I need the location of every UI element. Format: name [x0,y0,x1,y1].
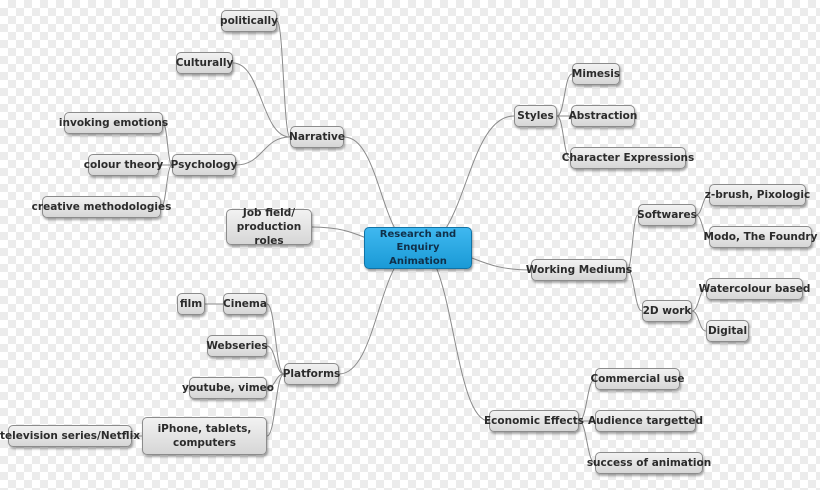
node-label: Watercolour based [698,282,811,295]
node-label: Audience targetted [588,414,703,427]
link-platforms-cinema [266,303,285,375]
node-label: Modo, The Foundry [703,230,818,243]
node-label: creative methodologies [31,200,172,213]
node-label: Cinema [223,297,267,310]
node-success[interactable]: success of animation [587,452,711,474]
node-character-expressions[interactable]: Character Expressions [562,147,694,169]
node-abstraction[interactable]: Abstraction [568,105,638,127]
link-working_mediums-work_2d [626,269,643,312]
node-label: colour theory [83,158,164,171]
node-webseries[interactable]: Webseries [206,335,268,357]
node-label: Culturally [175,56,234,69]
node-label: film [179,297,203,310]
link-softwares-zbrush [695,194,710,216]
link-work_2d-watercolour [691,288,707,312]
node-creative-methodologies[interactable]: creative methodologies [32,196,171,218]
link-psychology-invoking_emotions [162,122,173,166]
node-audience-targetted[interactable]: Audience targetted [588,410,703,432]
node-label: Research and Enquiry Animation [379,228,457,267]
link-narrative-culturally [232,62,291,138]
node-label: Economic Effects [484,414,585,427]
node-commercial-use[interactable]: Commercial use [590,368,685,390]
node-colour-theory[interactable]: colour theory [84,154,163,176]
node-label: Character Expressions [561,151,695,164]
node-label: Job field/ production roles [236,206,302,248]
node-digital[interactable]: Digital [706,320,749,342]
node-label: Working Mediums [525,263,633,276]
node-work-2d[interactable]: 2D work [642,300,692,322]
node-label: politically [220,14,278,27]
node-label: youtube, vimeo [181,381,275,394]
node-invoking-emotions[interactable]: invoking emotions [59,112,168,134]
node-politically[interactable]: politically [220,10,278,32]
link-styles-mimesis [556,73,573,117]
link-economic_effects-success [578,420,596,464]
node-label: Digital [707,324,748,337]
node-job-field[interactable]: Job field/ production roles [226,207,312,247]
node-label: Psychology [170,158,238,171]
link-working_mediums-softwares [626,214,639,271]
link-platforms-webseries [266,345,285,375]
link-center-economic_effects [417,247,490,422]
node-label: Mimesis [571,67,621,80]
link-work_2d-digital [691,310,707,332]
node-iphone[interactable]: iPhone, tablets, computers [142,417,267,455]
node-film[interactable]: film [177,293,205,315]
node-youtube[interactable]: youtube, vimeo [182,377,274,399]
node-label: Abstraction [568,109,638,122]
node-label: Commercial use [590,372,685,385]
node-economic-effects[interactable]: Economic Effects [484,410,584,432]
node-label: Platforms [282,367,341,380]
node-styles[interactable]: Styles [514,105,557,127]
node-psychology[interactable]: Psychology [170,154,238,176]
node-platforms[interactable]: Platforms [282,363,341,385]
node-working-mediums[interactable]: Working Mediums [526,259,632,281]
node-narrative[interactable]: Narrative [289,126,345,148]
node-modo[interactable]: Modo, The Foundry [704,226,817,248]
link-economic_effects-commercial_use [578,378,596,422]
node-label: iPhone, tablets, computers [157,422,252,449]
link-platforms-iphone [266,373,285,437]
node-tv-series[interactable]: television series/Netflix [0,425,140,447]
node-label: Softwares [637,208,697,221]
node-cinema[interactable]: Cinema [223,293,267,315]
node-label: Webseries [206,339,268,352]
link-platforms-youtube [266,373,285,389]
node-softwares[interactable]: Softwares [637,204,697,226]
node-label: z-brush, Pixologic [704,188,811,201]
node-label: 2D work [642,304,692,317]
node-culturally[interactable]: Culturally [176,52,233,74]
node-zbrush[interactable]: z-brush, Pixologic [705,184,810,206]
node-label: television series/Netflix [0,429,140,442]
node-watercolour[interactable]: Watercolour based [699,278,810,300]
node-center[interactable]: Research and Enquiry Animation [364,227,472,269]
node-label: Narrative [289,130,345,143]
node-label: invoking emotions [58,116,169,129]
node-mimesis[interactable]: Mimesis [572,63,620,85]
link-softwares-modo [695,214,710,238]
link-psychology-creative_methodologies [160,164,173,208]
node-label: success of animation [586,456,712,469]
node-label: Styles [517,109,554,122]
link-narrative-psychology [235,136,291,166]
link-narrative-politically [276,20,291,138]
link-styles-character_expressions [556,115,571,159]
